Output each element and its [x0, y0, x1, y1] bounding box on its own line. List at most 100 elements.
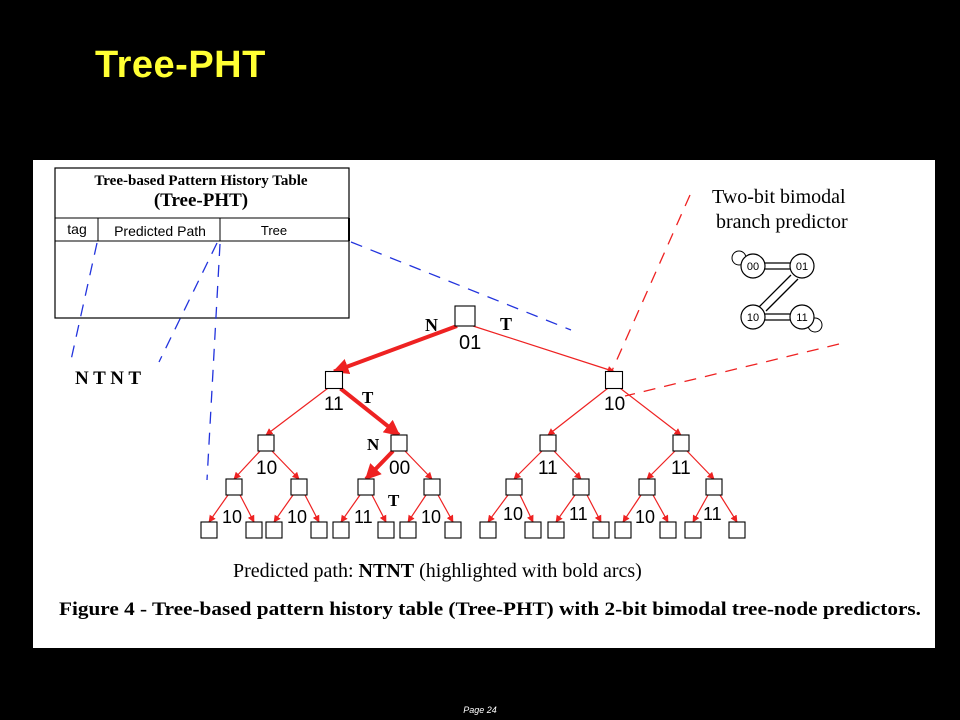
tree-arc-bold — [339, 386, 401, 437]
tree-node-square — [444, 521, 462, 539]
root-branch-n-label: N — [425, 315, 438, 335]
path-arc-label-3: T — [388, 491, 400, 510]
tree-arc-bold — [332, 324, 458, 375]
tree-arc — [233, 450, 261, 480]
tree-level3-value: 10 — [421, 507, 441, 527]
tree-node-square — [324, 370, 344, 390]
tree-arc — [719, 494, 738, 523]
tree-node-square — [423, 478, 441, 496]
tree-node-square — [479, 521, 497, 539]
tree-level3-value: 10 — [503, 504, 523, 524]
pht-table-frame — [54, 167, 350, 319]
bimodal-state-00: 00 — [747, 261, 759, 273]
path-to-sequence-dashed-line — [158, 242, 218, 363]
tag-to-path-dashed-line — [70, 242, 98, 361]
tree-node-square — [265, 521, 283, 539]
table-to-tree-dashed-line — [350, 241, 572, 331]
tree-arc — [692, 494, 709, 523]
tree-level2-value: 11 — [671, 458, 691, 479]
bimodal-state-11: 11 — [796, 312, 807, 324]
bimodal-state-circle — [740, 304, 766, 330]
predicted-path-suffix: (highlighted with bold arcs) — [414, 560, 642, 582]
tree-node-square — [572, 478, 590, 496]
tree-arc — [340, 494, 361, 523]
root-branch-t-label: T — [500, 314, 512, 334]
tree-node-square — [454, 305, 476, 327]
tree-node-square — [659, 521, 677, 539]
tree-arc-bold — [364, 449, 395, 481]
bimodal-transition — [758, 274, 792, 308]
path-sequence-label: N T N T — [75, 368, 141, 389]
tree-col-dashed-line — [206, 243, 221, 481]
tree-node-square — [390, 434, 408, 452]
pht-col-tree: Tree — [261, 223, 287, 238]
tree-node-square — [200, 521, 218, 539]
tree-level3-value: 11 — [354, 507, 373, 527]
tree-arc — [371, 494, 387, 523]
pht-table-heading: Tree-based Pattern History Table — [94, 173, 308, 189]
tree-node-square — [604, 370, 624, 390]
tree-arc — [404, 450, 433, 480]
pht-col-predicted-path: Predicted Path — [114, 223, 206, 239]
figure-panel: Tree-based Pattern History Table (Tree-P… — [33, 160, 935, 648]
tree-node-square — [225, 478, 243, 496]
tree-arc — [487, 494, 509, 523]
path-arc-label-2: N — [367, 435, 380, 454]
tree-arcs — [208, 324, 738, 523]
dashed-connectors — [70, 194, 840, 481]
tree-node-square — [672, 434, 690, 452]
tree-node-square — [728, 521, 746, 539]
tree-node-square — [524, 521, 542, 539]
tree-arc — [304, 494, 320, 523]
tree-root-value: 01 — [459, 332, 481, 354]
tree-arc — [622, 494, 642, 523]
tree-nodes — [200, 305, 746, 539]
tree-node-square — [257, 434, 275, 452]
tree-node-square — [539, 434, 557, 452]
tree-arc — [586, 494, 602, 523]
bimodal-title-line2: branch predictor — [716, 211, 848, 233]
tree-arc — [646, 450, 676, 480]
tree-arc — [620, 388, 682, 436]
pht-table-subheading: (Tree-PHT) — [154, 190, 248, 211]
page-number: Page 24 — [463, 705, 497, 715]
tree-arc — [472, 325, 615, 373]
predictor-dashed-line-upper — [610, 194, 691, 374]
tree-arc — [555, 494, 576, 523]
tree-node-square — [310, 521, 328, 539]
tree-node-square — [505, 478, 523, 496]
tree-level2-value: 11 — [538, 458, 558, 479]
tree-level2-value: 00 — [389, 458, 410, 479]
bimodal-state-circle — [789, 253, 815, 279]
tree-node-square — [614, 521, 632, 539]
tree-node-square — [399, 521, 417, 539]
tree-arc — [686, 450, 715, 480]
tree-level3-value: 10 — [222, 507, 242, 527]
tree-arc — [239, 494, 255, 523]
tree-arc — [437, 494, 454, 523]
bimodal-transition — [765, 278, 799, 312]
tree-arc — [547, 388, 608, 436]
bimodal-state-circle — [789, 304, 815, 330]
tree-node-square — [377, 521, 395, 539]
pht-col-tag: tag — [67, 221, 86, 237]
predictor-dashed-line-lower — [624, 343, 840, 397]
predicted-path-prefix: Predicted path: — [233, 560, 359, 582]
tree-node-square — [245, 521, 263, 539]
tree-level3-value: 11 — [703, 504, 722, 524]
tree-arc — [553, 450, 582, 480]
tree-node-square — [592, 521, 610, 539]
tree-node-square — [290, 478, 308, 496]
tree-arc — [407, 494, 427, 523]
tree-arc — [519, 494, 534, 523]
tree-level2-value: 10 — [256, 458, 277, 479]
tree-arc — [652, 494, 669, 523]
path-arc-label-1: T — [362, 388, 374, 407]
tree-level3-value: 10 — [635, 507, 655, 527]
tree-node-square — [705, 478, 723, 496]
tree-level3-value: 10 — [287, 507, 307, 527]
predicted-path-value: NTNT — [359, 560, 415, 582]
pht-table: Tree-based Pattern History Table (Tree-P… — [54, 167, 350, 319]
tree-level3-value: 11 — [569, 504, 588, 524]
